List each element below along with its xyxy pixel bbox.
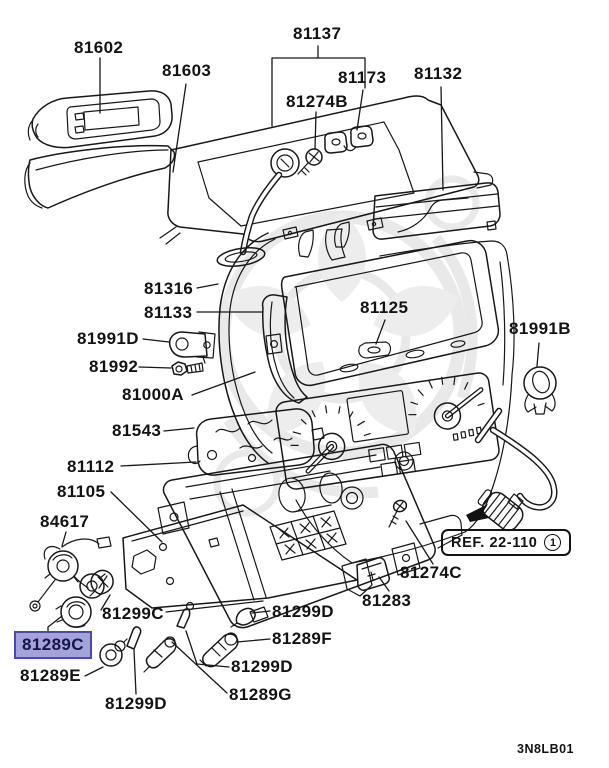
part-label-81603[interactable]: 81603 bbox=[162, 61, 212, 80]
part-drawing-speedo-cable bbox=[466, 426, 558, 532]
part-drawing-81112-case bbox=[157, 443, 463, 629]
part-label-81274b[interactable]: 81274B bbox=[286, 92, 348, 111]
part-label-81289e[interactable]: 81289E bbox=[20, 666, 82, 685]
part-drawing-gauge-cluster bbox=[275, 372, 503, 490]
bulb-socket-block bbox=[269, 510, 347, 561]
part-label-81991b[interactable]: 81991B bbox=[509, 319, 571, 338]
part-drawing-84617-harness bbox=[29, 536, 112, 612]
part-label-81316[interactable]: 81316 bbox=[144, 279, 194, 298]
part-label-81173[interactable]: 81173 bbox=[338, 68, 387, 87]
part-label-81299c[interactable]: 81299C bbox=[102, 604, 164, 623]
part-drawing-81602 bbox=[27, 90, 173, 149]
part-drawing-81105-plate bbox=[122, 504, 358, 611]
part-drawing-81125-panel bbox=[280, 221, 500, 387]
part-label-81299d[interactable]: 81299D bbox=[105, 694, 167, 713]
part-label-81289c[interactable]: 81289C bbox=[14, 631, 92, 659]
part-label-81132[interactable]: 81132 bbox=[414, 64, 463, 83]
part-label-81137[interactable]: 81137 bbox=[293, 24, 342, 43]
leader-lines bbox=[47, 45, 540, 695]
part-label-81289g[interactable]: 81289G bbox=[229, 685, 292, 704]
part-drawing-81603 bbox=[24, 144, 176, 209]
direction-arrow bbox=[466, 504, 489, 522]
part-drawing-81316-arc bbox=[218, 232, 276, 464]
part-drawing-81289C-socket bbox=[55, 596, 92, 628]
diagram-code: 3N8LB01 bbox=[517, 742, 574, 756]
part-drawing-81274C-screw bbox=[388, 499, 408, 528]
part-drawing-81274B-screw bbox=[297, 148, 323, 176]
part-drawing-81299D-bulb-bottom bbox=[126, 626, 142, 650]
part-drawing-81991D-clip bbox=[168, 331, 216, 364]
part-label-81112[interactable]: 81112 bbox=[67, 457, 115, 476]
part-label-81283[interactable]: 81283 bbox=[362, 591, 412, 610]
part-drawing-81133-bezel bbox=[261, 294, 308, 404]
part-drawing-81289G-socket bbox=[143, 636, 177, 673]
part-label-81543[interactable]: 81543 bbox=[112, 421, 162, 440]
part-label-81299d-3[interactable]: 81299D bbox=[231, 657, 293, 676]
part-drawing-81132 bbox=[372, 182, 501, 240]
part-label-81000a[interactable]: 81000A bbox=[122, 385, 184, 404]
part-drawing-81137-hood-assembly bbox=[159, 95, 494, 261]
ref-text: REF. 22-110 bbox=[451, 534, 538, 551]
part-label-81274c[interactable]: 81274C bbox=[400, 563, 462, 582]
part-drawing-81283-bracket bbox=[356, 557, 390, 591]
part-label-81299d-2[interactable]: 81299D bbox=[272, 602, 334, 621]
speedometer-ticks bbox=[290, 376, 485, 447]
part-label-81992[interactable]: 81992 bbox=[89, 357, 139, 376]
part-drawing-81173-clips bbox=[324, 125, 374, 154]
part-drawing-81991B-grommet bbox=[523, 366, 557, 415]
part-drawing-81299D-bulb-right bbox=[230, 607, 256, 628]
part-label-81991d[interactable]: 81991D bbox=[77, 329, 139, 348]
part-drawing-81289E-socket bbox=[99, 638, 128, 667]
part-label-81602[interactable]: 81602 bbox=[74, 38, 124, 57]
part-label-81133[interactable]: 81133 bbox=[144, 303, 193, 322]
part-drawing-lock-cylinder bbox=[239, 148, 300, 256]
part-label-81125[interactable]: 81125 bbox=[360, 298, 409, 317]
watermark-emblem bbox=[213, 175, 480, 517]
part-drawing-81992-screw bbox=[171, 361, 204, 376]
part-drawing-81299C-bulb bbox=[89, 569, 114, 597]
part-drawing-grommet-ring bbox=[216, 247, 266, 267]
ref-callout[interactable]: REF. 22-110 1 bbox=[441, 529, 572, 556]
part-label-84617[interactable]: 84617 bbox=[40, 512, 90, 531]
ref-circle-number: 1 bbox=[544, 534, 562, 551]
part-label-81105[interactable]: 81105 bbox=[57, 482, 106, 501]
part-label-81289f[interactable]: 81289F bbox=[272, 629, 333, 648]
